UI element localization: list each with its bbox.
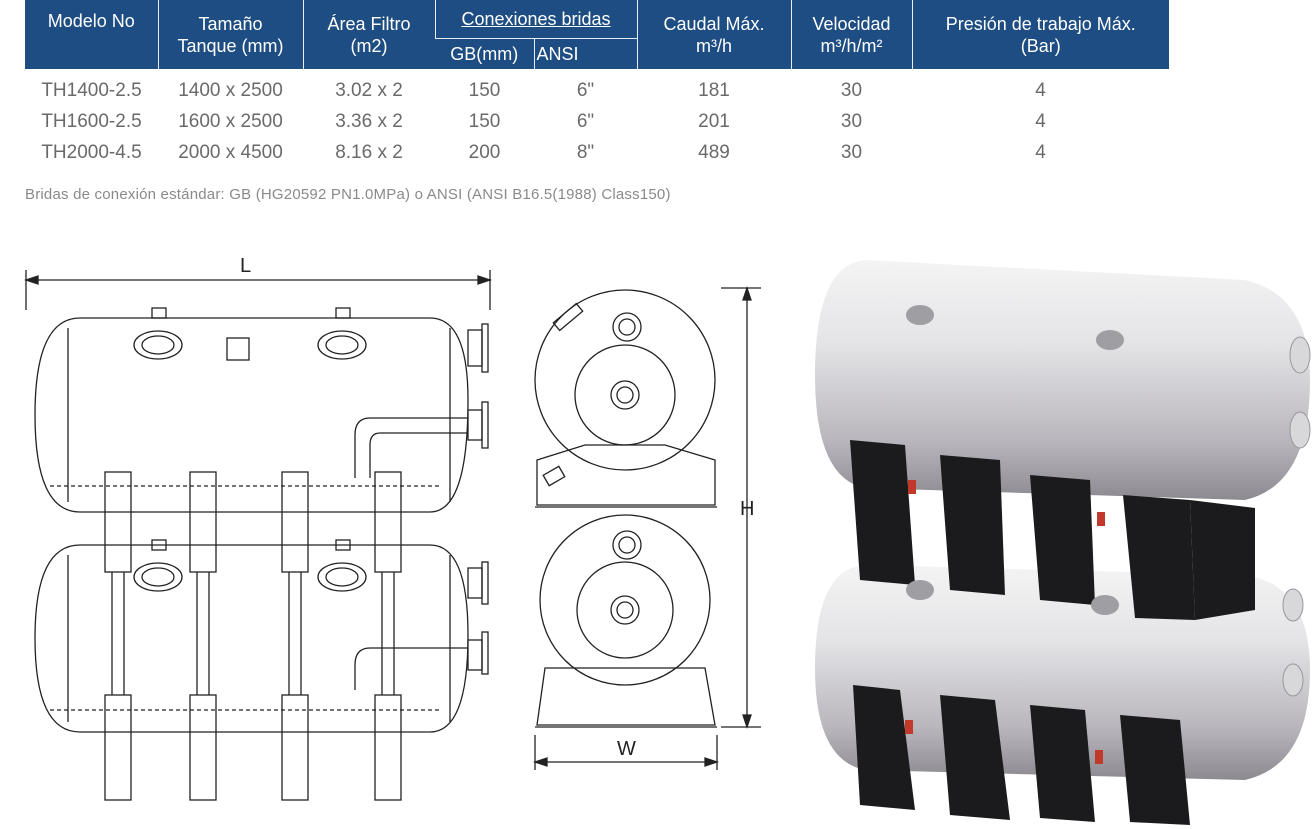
- cell-tank-size: 2000 x 4500: [178, 141, 283, 163]
- cell-gb: 150: [468, 79, 501, 101]
- cell-model: TH1400-2.5: [41, 79, 142, 101]
- cell-ansi: 6": [576, 79, 595, 101]
- height-label: H: [740, 498, 754, 520]
- cell-tank-size: 1600 x 2500: [178, 110, 283, 132]
- header-pressure: Presión de trabajo Máx.(Bar): [911, 0, 1169, 69]
- cell-pressure: 4: [1035, 110, 1046, 132]
- header-connections: Conexiones bridas: [434, 0, 637, 39]
- cell-flow: 181: [698, 79, 730, 101]
- cell-model: TH2000-4.5: [41, 141, 142, 163]
- cell-ansi: 6": [576, 110, 595, 132]
- header-conn-gb: GB(mm): [435, 38, 534, 69]
- table-row: TH1400-2.5 1400 x 2500 3.02 x 2 150 6" 1…: [25, 69, 1169, 106]
- cell-tank-size: 1400 x 2500: [178, 79, 283, 101]
- cell-pressure: 4: [1035, 79, 1046, 101]
- cell-filter-area: 3.02 x 2: [335, 79, 403, 101]
- header-conn-ansi: ANSI: [533, 38, 637, 69]
- header-flow: Caudal Máx.m³/h: [636, 0, 791, 69]
- cell-velocity: 30: [840, 79, 863, 101]
- header-area: Área Filtro(m2): [302, 0, 435, 69]
- header-model: Modelo No: [25, 0, 158, 69]
- cell-flow: 489: [698, 141, 730, 163]
- cell-velocity: 30: [840, 110, 863, 132]
- cell-velocity: 30: [840, 141, 863, 163]
- cell-pressure: 4: [1035, 141, 1046, 163]
- cell-gb: 150: [468, 110, 501, 132]
- cell-flow: 201: [698, 110, 730, 132]
- width-label: W: [617, 738, 636, 760]
- cell-model: TH1600-2.5: [41, 110, 142, 132]
- length-label: L: [240, 255, 251, 277]
- side-elevation-drawing: L: [23, 255, 493, 801]
- table-row: TH1600-2.5 1600 x 2500 3.36 x 2 150 6" 2…: [25, 106, 1169, 137]
- tank-render-image: [815, 260, 1311, 825]
- cell-filter-area: 3.36 x 2: [335, 110, 403, 132]
- cell-gb: 200: [468, 141, 501, 163]
- end-elevation-drawing: H W: [532, 285, 761, 770]
- cell-filter-area: 8.16 x 2: [335, 141, 403, 163]
- cell-ansi: 8": [576, 141, 595, 163]
- flange-standard-note: Bridas de conexión estándar: GB (HG20592…: [25, 186, 671, 203]
- table-row: TH2000-4.5 2000 x 4500 8.16 x 2 200 8" 4…: [25, 137, 1169, 168]
